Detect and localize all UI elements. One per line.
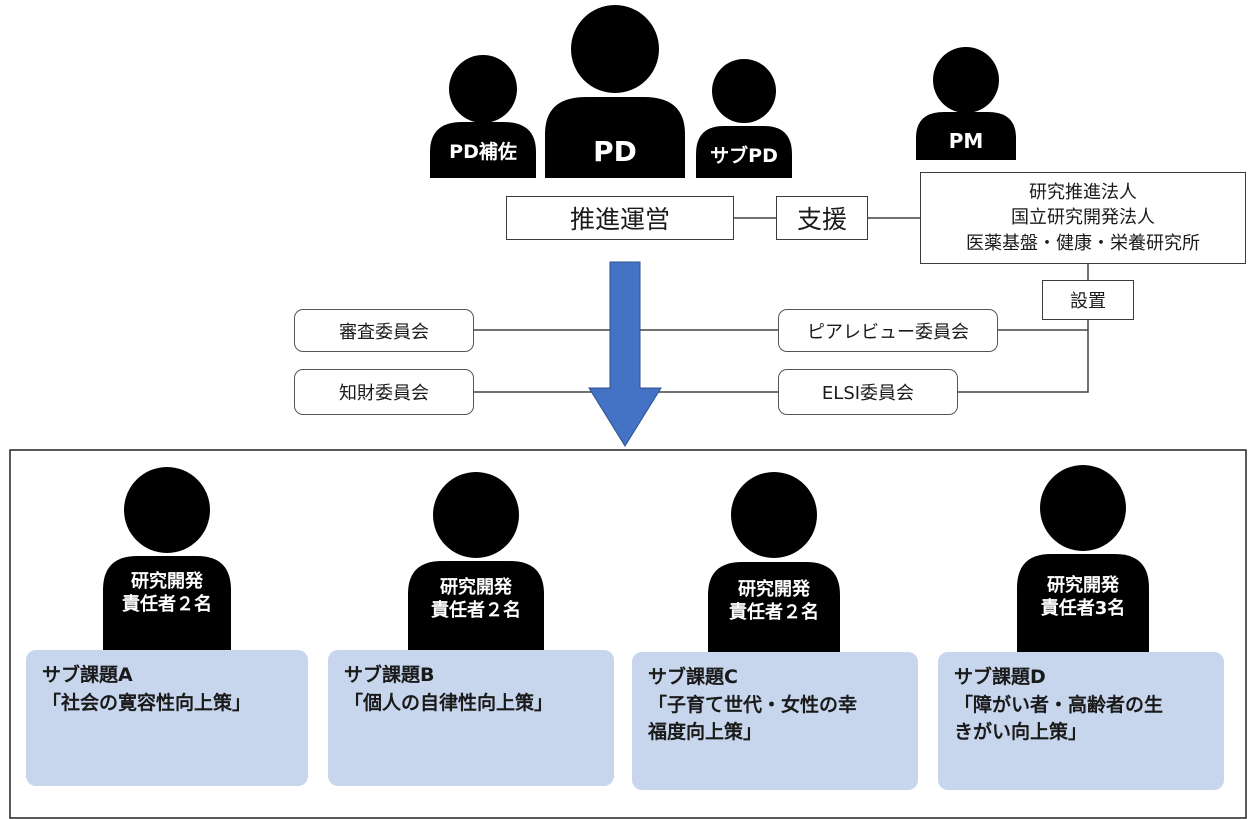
person-icon-leader-b xyxy=(408,472,544,652)
role-label-sub-pd: サブPD xyxy=(710,145,778,167)
role-label-pm: PM xyxy=(948,129,984,153)
connector-establish-committees xyxy=(958,320,1089,393)
subtopic-title: サブ課題C xyxy=(648,666,738,688)
subtopic-card-a: サブ課題A 「社会の寛容性向上策」 xyxy=(26,650,308,786)
person-icon-leader-a xyxy=(103,467,231,652)
down-arrow xyxy=(588,261,662,447)
subtopic-body: 「社会の寛容性向上策」 xyxy=(42,691,252,714)
subtopic-title: サブ課題A xyxy=(42,664,133,686)
leader-label-d: 研究開発 責任者3名 xyxy=(1040,575,1126,620)
subtopic-card-b: サブ課題B 「個人の自律性向上策」 xyxy=(328,650,614,786)
promotion-box: 推進運営 xyxy=(506,196,734,240)
leader-label-a: 研究開発 責任者２名 xyxy=(122,571,212,616)
subtopic-title: サブ課題B xyxy=(344,664,435,686)
leader-label-c: 研究開発 責任者２名 xyxy=(729,579,819,624)
role-label-pd-assistant: PD補佐 xyxy=(449,141,517,163)
subtopic-frame xyxy=(9,449,1247,819)
person-icon-leader-d xyxy=(1017,465,1149,652)
subtopic-title: サブ課題D xyxy=(954,666,1046,688)
institute-box: 研究推進法人 国立研究開発法人 医薬基盤・健康・栄養研究所 xyxy=(920,172,1246,264)
person-icon-pm xyxy=(916,47,1016,160)
ip-committee: 知財委員会 xyxy=(294,369,474,415)
peer-review-committee: ピアレビュー委員会 xyxy=(778,309,998,352)
subtopic-card-d: サブ課題D 「障がい者・高齢者の生 きがい向上策」 xyxy=(938,652,1224,790)
subtopic-card-c: サブ課題C 「子育て世代・女性の幸 福度向上策」 xyxy=(632,652,918,790)
subtopic-body: 「障がい者・高齢者の生 きがい向上策」 xyxy=(954,693,1164,744)
person-icon-pd xyxy=(545,5,685,178)
support-box: 支援 xyxy=(776,196,868,240)
person-icon-leader-c xyxy=(708,472,840,652)
review-committee: 審査委員会 xyxy=(294,309,474,352)
role-label-pd: PD xyxy=(593,135,637,168)
leader-label-b: 研究開発 責任者２名 xyxy=(431,577,521,622)
subtopic-body: 「子育て世代・女性の幸 福度向上策」 xyxy=(648,693,858,744)
person-icon-pd-assistant xyxy=(430,55,536,178)
subtopic-body: 「個人の自律性向上策」 xyxy=(344,691,554,714)
elsi-committee: ELSI委員会 xyxy=(778,369,958,415)
person-icon-sub-pd xyxy=(696,59,792,178)
establish-box: 設置 xyxy=(1042,280,1134,320)
